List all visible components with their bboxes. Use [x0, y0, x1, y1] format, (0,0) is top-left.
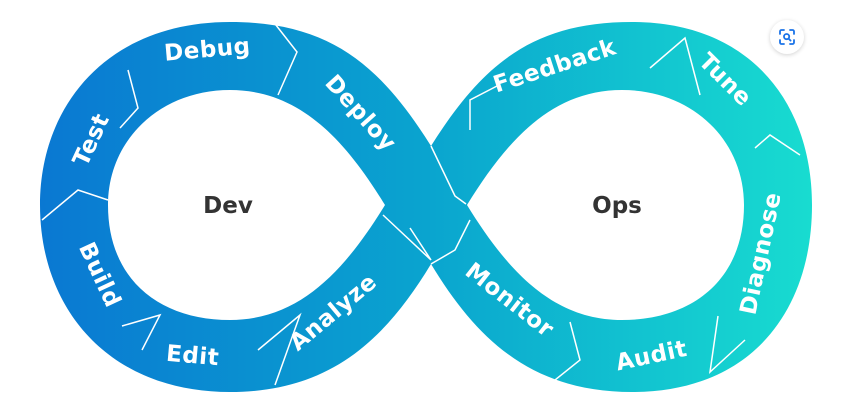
divider-build-test: [41, 189, 109, 221]
divider-edit-build: [121, 313, 162, 351]
divider-crossover: [430, 145, 467, 205]
center-label-ops: Ops: [592, 193, 642, 219]
divider-audit-monitor: [539, 321, 581, 393]
divider-test-debug: [119, 69, 139, 129]
divider-debug-deploy: [271, 19, 298, 96]
segment-edit-label: Edit: [165, 341, 220, 372]
divider-feedback-start: [469, 85, 498, 130]
visual-search-button[interactable]: [770, 20, 804, 54]
divider-feedback-tune: [649, 36, 701, 96]
divider-deploy-analyze: [382, 214, 432, 261]
divider-tune-diagnose: [754, 134, 801, 156]
divider-monitor-crossover: [430, 219, 471, 265]
segment-dividers: [41, 19, 801, 393]
center-label-dev: Dev: [203, 193, 253, 219]
visual-search-icon: [779, 29, 795, 45]
infinity-band: [40, 22, 812, 392]
divider-diagnose-audit: [708, 315, 746, 374]
divider-analyze-edit: [257, 312, 302, 386]
